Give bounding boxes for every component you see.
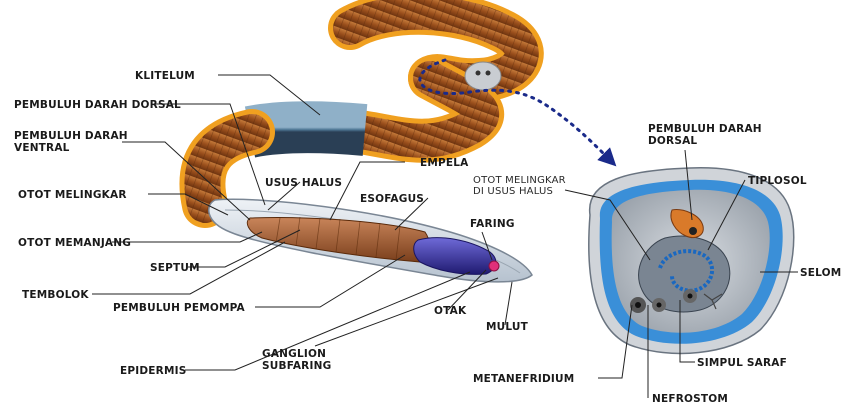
label-otot-melingkar: OTOT MELINGKAR bbox=[18, 189, 127, 201]
label-ganglion-2: SUBFARING bbox=[262, 360, 331, 372]
cross-section bbox=[589, 168, 794, 354]
label-selom: SELOM bbox=[800, 267, 841, 279]
label-usus-halus: USUS HALUS bbox=[265, 177, 342, 189]
label-otot-usus-2: DI USUS HALUS bbox=[473, 186, 553, 197]
label-epidermis: EPIDERMIS bbox=[120, 365, 186, 377]
label-faring: FARING bbox=[470, 218, 515, 230]
label-septum: SEPTUM bbox=[150, 262, 200, 274]
label-pembuluh-pemompa: PEMBULUH PEMOMPA bbox=[113, 302, 246, 314]
label-pembuluh-darah-ventral-2: VENTRAL bbox=[14, 142, 70, 154]
label-otot-memanjang: OTOT MEMANJANG bbox=[18, 237, 131, 249]
label-tiplosol: TIPLOSOL bbox=[748, 175, 807, 187]
label-cs-dorsal-2: DORSAL bbox=[648, 135, 697, 147]
label-nefrostom: NEFROSTOM bbox=[652, 393, 728, 405]
label-mulut: MULUT bbox=[486, 321, 529, 333]
label-pembuluh-darah-dorsal: PEMBULUH DARAH DORSAL bbox=[14, 99, 181, 111]
label-empela: EMPELA bbox=[420, 157, 469, 169]
label-simpul-saraf: SIMPUL SARAF bbox=[697, 357, 787, 369]
label-otot-usus-1: OTOT MELINGKAR bbox=[473, 175, 566, 186]
label-esofagus: ESOFAGUS bbox=[360, 193, 424, 205]
label-tembolok: TEMBOLOK bbox=[22, 289, 89, 301]
longitudinal-section bbox=[209, 199, 532, 282]
label-pembuluh-darah-ventral-1: PEMBULUH DARAH bbox=[14, 130, 128, 142]
label-cs-dorsal-1: PEMBULUH DARAH bbox=[648, 123, 762, 135]
label-metanefridium: METANEFRIDIUM bbox=[473, 373, 574, 385]
label-ganglion-1: GANGLION bbox=[262, 348, 326, 360]
label-klitelum: KLITELUM bbox=[135, 70, 195, 82]
label-otak: OTAK bbox=[434, 305, 467, 317]
